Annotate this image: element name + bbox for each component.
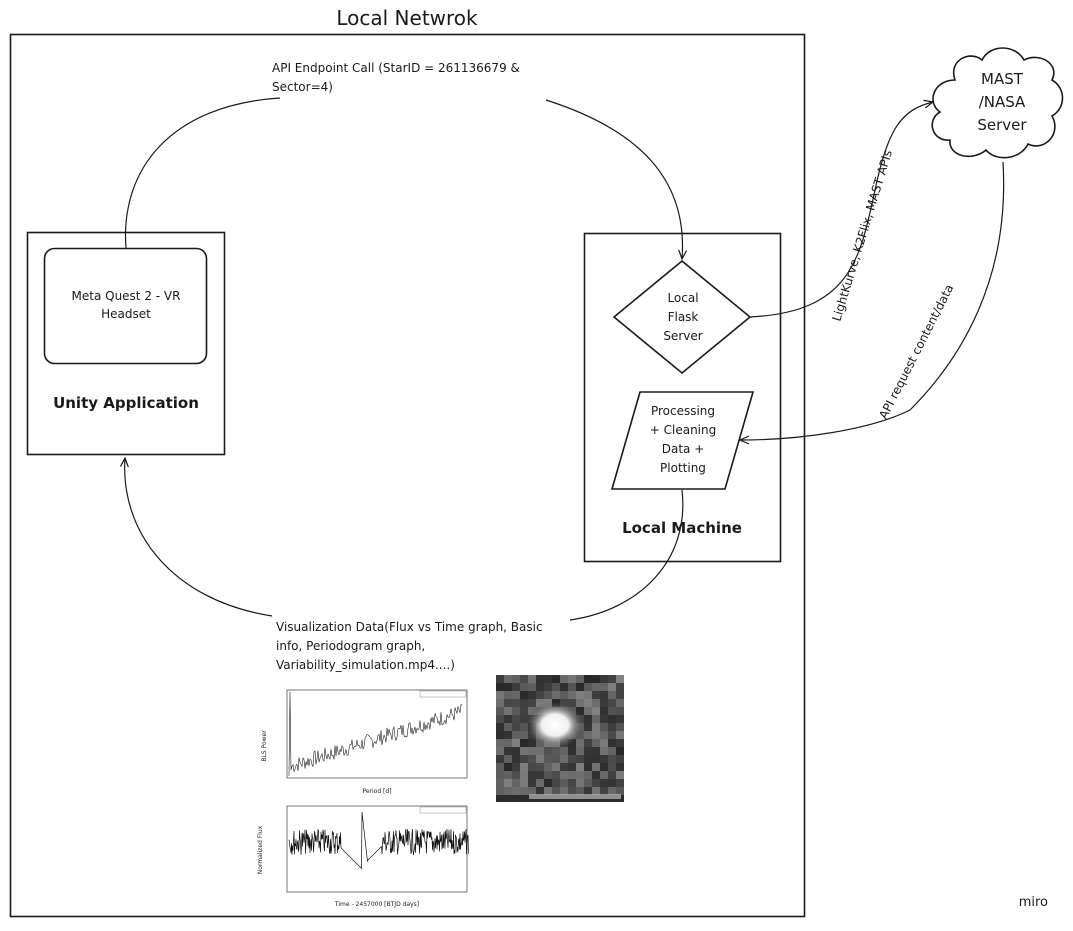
star-pixel-image xyxy=(496,675,624,802)
periodogram-xlabel: Period [d] xyxy=(362,788,391,795)
miro-watermark: miro xyxy=(1019,895,1048,910)
periodogram-thumbnail: BLS Power Period [d] xyxy=(256,684,472,796)
flask-to-cloud-edge[interactable] xyxy=(749,102,933,318)
cloud-label-line1: MAST xyxy=(981,70,1024,88)
viz-data-label-line1: Visualization Data(Flux vs Time graph, B… xyxy=(276,620,543,634)
flask-label-line3: Server xyxy=(663,329,702,343)
api-request-edge-label: API request content/data xyxy=(876,282,956,421)
vr-headset-box[interactable] xyxy=(43,247,208,365)
lightcurve-xlabel: Time - 2457000 [BTJD days] xyxy=(334,901,419,908)
unity-application-label: Unity Application xyxy=(53,394,199,412)
network-title: Local Netwrok xyxy=(336,6,478,30)
flask-server-diamond[interactable] xyxy=(612,259,752,375)
lightcurve-ylabel: Normalized Flux xyxy=(257,825,264,874)
lightcurve-thumbnail: Normalized Flux Time - 2457000 [BTJD day… xyxy=(254,802,474,908)
flask-label-line1: Local xyxy=(667,291,698,305)
local-machine-label: Local Machine xyxy=(622,519,742,537)
headset-label-line2: Headset xyxy=(101,307,151,321)
local-network-boundary[interactable] xyxy=(9,33,806,918)
mast-nasa-cloud[interactable] xyxy=(931,47,1064,159)
headset-label-line1: Meta Quest 2 - VR xyxy=(72,289,181,303)
api-call-label-line2: Sector=4) xyxy=(272,80,333,94)
viz-data-label-line2: info, Periodogram graph, xyxy=(276,639,425,653)
processing-label-line4: Plotting xyxy=(660,461,706,475)
processing-parallelogram[interactable] xyxy=(610,391,755,490)
api-call-edge[interactable] xyxy=(124,97,683,259)
flask-label-line2: Flask xyxy=(668,310,699,324)
cloud-to-processing-edge[interactable] xyxy=(740,161,1005,440)
periodogram-ylabel: BLS Power xyxy=(261,730,268,762)
lightkurve-edge-label: LightKurve, K2Flix, MAST APIs xyxy=(829,148,895,323)
cloud-label-line3: Server xyxy=(977,116,1027,134)
processing-label-line1: Processing xyxy=(651,404,715,418)
processing-label-line3: Data + xyxy=(662,442,705,456)
api-call-label-line1: API Endpoint Call (StarID = 261136679 & xyxy=(272,61,520,75)
cloud-label-line2: /NASA xyxy=(979,93,1026,111)
visualization-data-edge[interactable] xyxy=(125,458,684,621)
viz-data-label-line3: Variability_simulation.mp4....) xyxy=(276,658,455,672)
processing-label-line2: + Cleaning xyxy=(650,423,716,437)
